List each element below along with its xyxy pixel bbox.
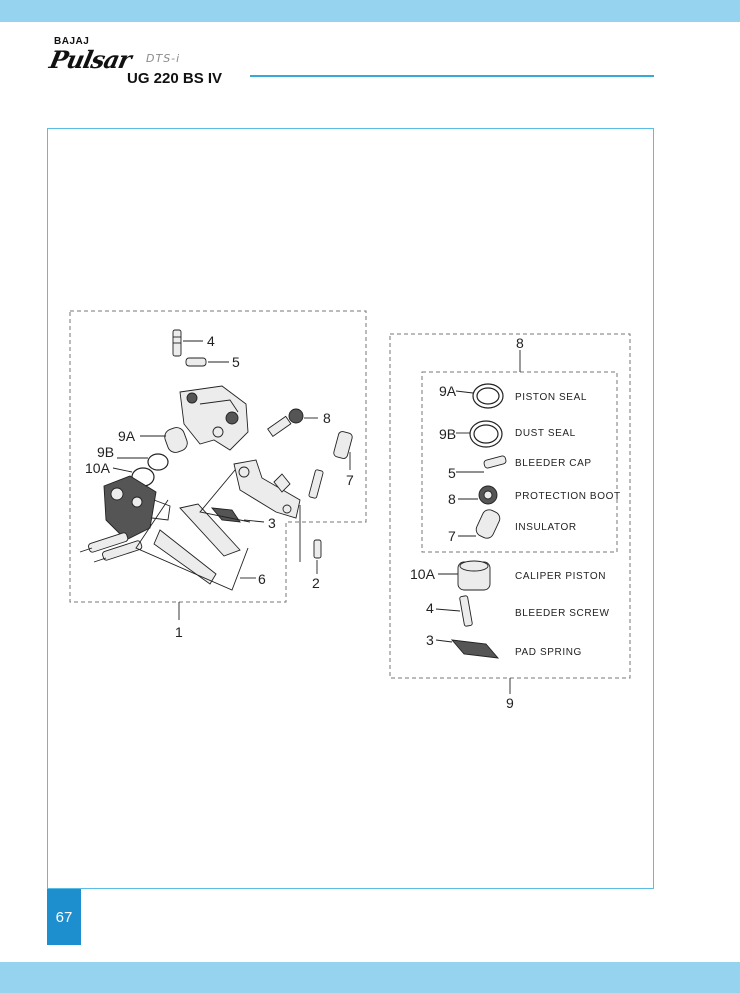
seal-kit-outline	[421, 371, 618, 553]
brake-pads-drawing	[135, 499, 256, 591]
kit-num-bleeder-cap: 5	[448, 465, 456, 481]
kit-num-dust-seal: 9B	[439, 426, 456, 442]
callout-5: 5	[232, 354, 240, 370]
content-frame	[47, 128, 654, 889]
kit-label-bleeder-screw: BLEEDER SCREW	[515, 608, 610, 619]
mounting-bolt-drawing	[299, 469, 324, 574]
callout-9b: 9B	[97, 444, 114, 460]
kit-bottom-number: 9	[506, 695, 514, 711]
brand-maker: BAJAJ	[54, 36, 90, 47]
protection-boot-drawing	[267, 408, 318, 438]
kit-label-dust-seal: DUST SEAL	[515, 428, 576, 439]
callout-9a: 9A	[118, 428, 136, 444]
page-number: 67	[47, 889, 81, 945]
callout-8: 8	[323, 410, 331, 426]
kit-piston-seal-drawing	[455, 383, 504, 409]
bottom-band	[0, 962, 740, 993]
caliper-body-drawing	[179, 385, 249, 451]
top-band	[0, 0, 740, 22]
kit-insulator-drawing	[458, 509, 501, 539]
kit-caliper-piston-drawing	[438, 560, 491, 591]
brand-logo: BAJAJ Pulsar DTS-i	[47, 36, 250, 92]
assembly-outline	[69, 310, 367, 603]
kit-label-bleeder-cap: BLEEDER CAP	[515, 458, 592, 469]
kit-num-piston-seal: 9A	[439, 383, 457, 399]
caliper-bolts-drawing	[79, 532, 143, 563]
kit-num-caliper-piston: 10A	[410, 566, 436, 582]
callout-4: 4	[207, 333, 215, 349]
kit-label-insulator: INSULATOR	[515, 522, 577, 533]
kit-protection-boot-drawing	[458, 485, 498, 505]
kit-num-protection-boot: 8	[448, 491, 456, 507]
callout-2: 2	[312, 575, 320, 591]
kit-num-bleeder-screw: 4	[426, 600, 434, 616]
bleeder-screw-drawing	[172, 329, 203, 357]
callout-7: 7	[346, 472, 354, 488]
kit-bleeder-screw-drawing	[435, 595, 473, 627]
kit-outline	[389, 333, 631, 679]
header-rule	[250, 75, 654, 77]
callout-3: 3	[268, 515, 276, 531]
callout-1: 1	[175, 624, 183, 640]
caliper-half-drawing	[103, 475, 171, 541]
insulator-drawing	[333, 431, 353, 470]
kit-box-number: 8	[516, 335, 524, 351]
kit-label-caliper-piston: CALIPER PISTON	[515, 571, 606, 582]
kit-label-piston-seal: PISTON SEAL	[515, 392, 587, 403]
brand-suffix: DTS-i	[146, 52, 181, 65]
bracket-drawing	[233, 459, 301, 519]
bleeder-cap-drawing	[185, 357, 229, 367]
model-title: UG 220 BS IV	[127, 70, 223, 87]
pad-spring-drawing	[199, 463, 265, 523]
kit-num-pad-spring: 3	[426, 632, 434, 648]
kit-label-protection-boot: PROTECTION BOOT	[515, 491, 621, 502]
callout-10a: 10A	[85, 460, 111, 476]
kit-pad-spring-drawing	[435, 639, 500, 659]
kit-num-insulator: 7	[448, 528, 456, 544]
callout-6: 6	[258, 571, 266, 587]
kit-dust-seal-drawing	[456, 420, 503, 448]
piston-drawing	[140, 427, 188, 453]
kit-bleeder-cap-drawing	[456, 455, 507, 473]
kit-label-pad-spring: PAD SPRING	[515, 647, 582, 658]
